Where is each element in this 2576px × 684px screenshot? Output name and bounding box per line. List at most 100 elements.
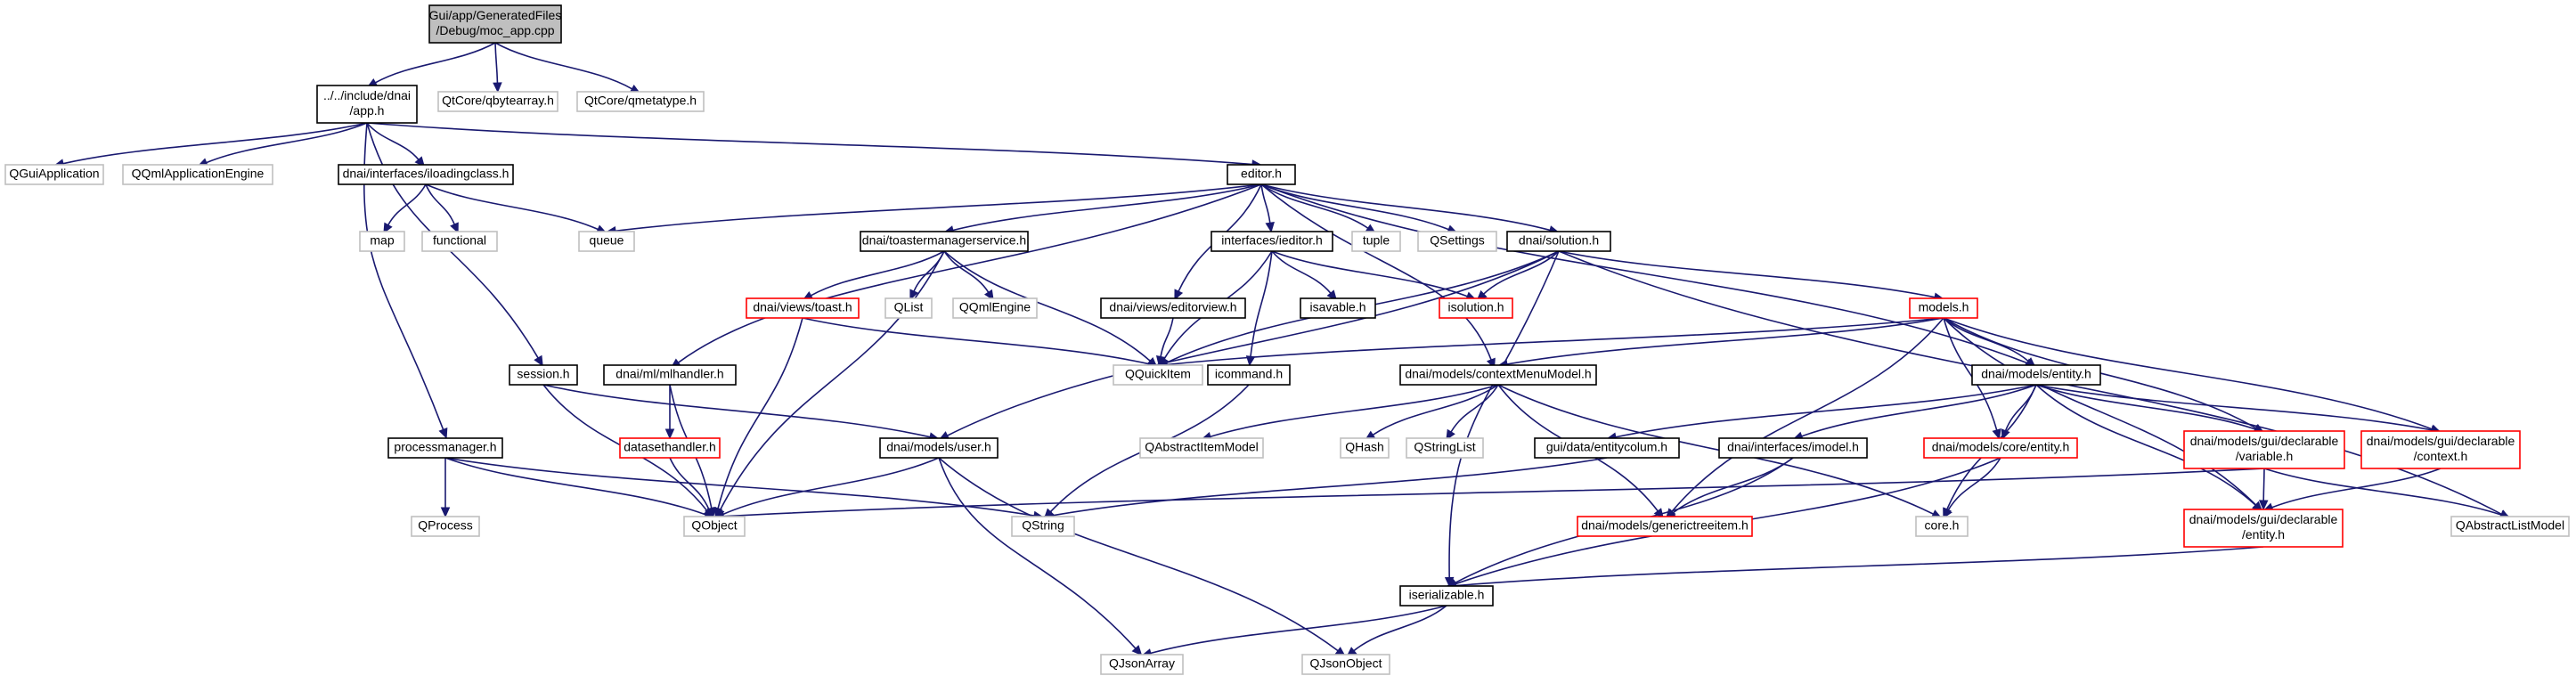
edge-iserializable-to-qjsonarray — [1141, 605, 1447, 658]
edge-arrowhead — [1992, 428, 2001, 440]
edge-editorview-to-qquickitem — [1155, 317, 1174, 367]
node-editor-h[interactable]: editor.h — [1227, 164, 1296, 185]
edge-arrowhead — [2258, 500, 2269, 511]
node-label: dnai/models/entity.h — [1981, 367, 2091, 381]
edge-line — [1271, 250, 1468, 297]
node-session[interactable]: session.h — [509, 364, 578, 386]
node-label: QQmlApplicationEngine — [132, 167, 265, 181]
node-ieditor[interactable]: interfaces/ieditor.h — [1211, 231, 1333, 252]
node-datasethandler[interactable]: datasethandler.h — [619, 437, 721, 459]
edge-line — [2271, 468, 2441, 509]
node-qhash: QHash — [1340, 437, 1390, 459]
edge-line — [811, 250, 945, 297]
edge-line — [1448, 250, 1560, 578]
edge-line — [2263, 468, 2502, 516]
edge-arrowhead — [1265, 222, 1275, 233]
edge-line — [1450, 384, 1499, 433]
node-qstring: QString — [1011, 516, 1075, 537]
node-generictreeitem[interactable]: dnai/models/generictreeitem.h — [1577, 516, 1753, 537]
node-box — [603, 364, 737, 386]
node-gui-entity[interactable]: dnai/models/gui/declarable/entity.h — [2183, 509, 2344, 548]
node-label: QList — [894, 300, 924, 314]
node-imodel[interactable]: dnai/interfaces/imodel.h — [1718, 437, 1868, 459]
node-box — [1340, 437, 1390, 459]
node-gui-context[interactable]: dnai/models/gui/declarable/context.h — [2360, 430, 2521, 469]
node-core-entity[interactable]: dnai/models/core/entity.h — [1923, 437, 2078, 459]
edge-models_h-to-core_entity — [1943, 317, 2001, 440]
node-label: dnai/interfaces/imodel.h — [1727, 440, 1859, 454]
edge-line — [1801, 384, 2037, 437]
edge-line — [425, 183, 599, 231]
edge-line — [1483, 250, 1560, 295]
node-qobject: QObject — [683, 516, 746, 537]
node-qquickitem: QQuickItem — [1113, 364, 1203, 386]
node-box — [860, 231, 1029, 252]
node-entitycolum[interactable]: gui/data/entitycolum.h — [1534, 437, 1680, 459]
node-gui-variable[interactable]: dnai/models/gui/declarable/variable.h — [2183, 430, 2345, 469]
edge-ieditor-to-isolution — [1271, 250, 1477, 301]
edge-entity_h-to-gui_context — [2035, 384, 2442, 435]
edge-arrowhead — [450, 222, 459, 234]
node-qqmlengine: QQmlEngine — [952, 297, 1038, 319]
node-label: dnai/interfaces/iloadingclass.h — [343, 167, 509, 181]
node-iloadingclass[interactable]: dnai/interfaces/iloadingclass.h — [338, 164, 514, 185]
edge-line — [615, 183, 1262, 232]
node-label: isavable.h — [1309, 300, 1365, 314]
node-label: QAbstractListModel — [2456, 518, 2564, 533]
node-map: map — [359, 231, 405, 252]
edge-moc_app-to-app_h — [366, 42, 496, 88]
node-toast[interactable]: dnai/views/toast.h — [746, 297, 860, 319]
edge-arrowhead — [534, 354, 543, 367]
edge-app_h-to-qqmlappengine — [197, 122, 368, 167]
node-iserializable[interactable]: iserializable.h — [1399, 585, 1494, 607]
node-label: icommand.h — [1215, 367, 1283, 381]
node-label: functional — [433, 233, 486, 248]
node-qguiapp: QGuiApplication — [4, 164, 104, 185]
node-user-h[interactable]: dnai/models/user.h — [879, 437, 999, 459]
edge-gui_entity-to-iserializable — [1445, 546, 2264, 590]
node-functional: functional — [421, 231, 498, 252]
edge-line — [1943, 317, 2256, 506]
node-box — [4, 164, 104, 185]
node-box — [1399, 364, 1597, 386]
node-solution[interactable]: dnai/solution.h — [1506, 231, 1611, 252]
edge-line — [444, 457, 1035, 517]
edge-arrowhead — [383, 222, 393, 234]
node-label: models.h — [1919, 300, 1969, 314]
node-icommand[interactable]: icommand.h — [1207, 364, 1291, 386]
node-moc-app[interactable]: Gui/app/GeneratedFiles/Debug/moc_app.cpp — [428, 4, 562, 44]
node-toastmgr[interactable]: dnai/toastermanagerservice.h — [860, 231, 1029, 252]
node-label: QHash — [1345, 440, 1384, 454]
node-entity-h[interactable]: dnai/models/entity.h — [1971, 364, 2101, 386]
node-mlhandler[interactable]: dnai/ml/mlhandler.h — [603, 364, 737, 386]
node-box — [411, 516, 480, 537]
node-box — [1351, 231, 1401, 252]
edge-arrowhead — [2001, 428, 2010, 441]
edge-line — [722, 468, 2265, 517]
node-models-h[interactable]: models.h — [1909, 297, 1978, 319]
node-label: QSettings — [1430, 233, 1484, 248]
node-ctxmenu[interactable]: dnai/models/contextMenuModel.h — [1399, 364, 1597, 386]
node-label: tuple — [1363, 233, 1390, 248]
node-box — [509, 364, 578, 386]
node-editorview[interactable]: dnai/views/editorview.h — [1100, 297, 1246, 319]
edge-gui_variable-to-gui_entity — [2258, 468, 2269, 511]
node-box — [1011, 516, 1075, 537]
edge-entitycolum-to-qstring — [1041, 457, 1608, 521]
node-isavable[interactable]: isavable.h — [1300, 297, 1376, 319]
node-isolution[interactable]: isolution.h — [1439, 297, 1513, 319]
edge-line — [1051, 457, 1608, 517]
node-processmgr[interactable]: processmanager.h — [387, 437, 503, 459]
edge-line — [2262, 468, 2265, 501]
edge-line — [1671, 317, 1944, 512]
node-box — [576, 91, 705, 112]
node-box — [1300, 297, 1376, 319]
edge-entity_h-to-entitycolum — [1605, 384, 2037, 442]
node-label: /app.h — [350, 103, 385, 118]
node-label: core.h — [1925, 518, 1960, 533]
edge-line — [366, 122, 1253, 166]
node-box — [2183, 509, 2344, 548]
node-app-h[interactable]: ../../include/dnai/app.h — [316, 85, 418, 124]
edge-line — [1260, 183, 1369, 229]
